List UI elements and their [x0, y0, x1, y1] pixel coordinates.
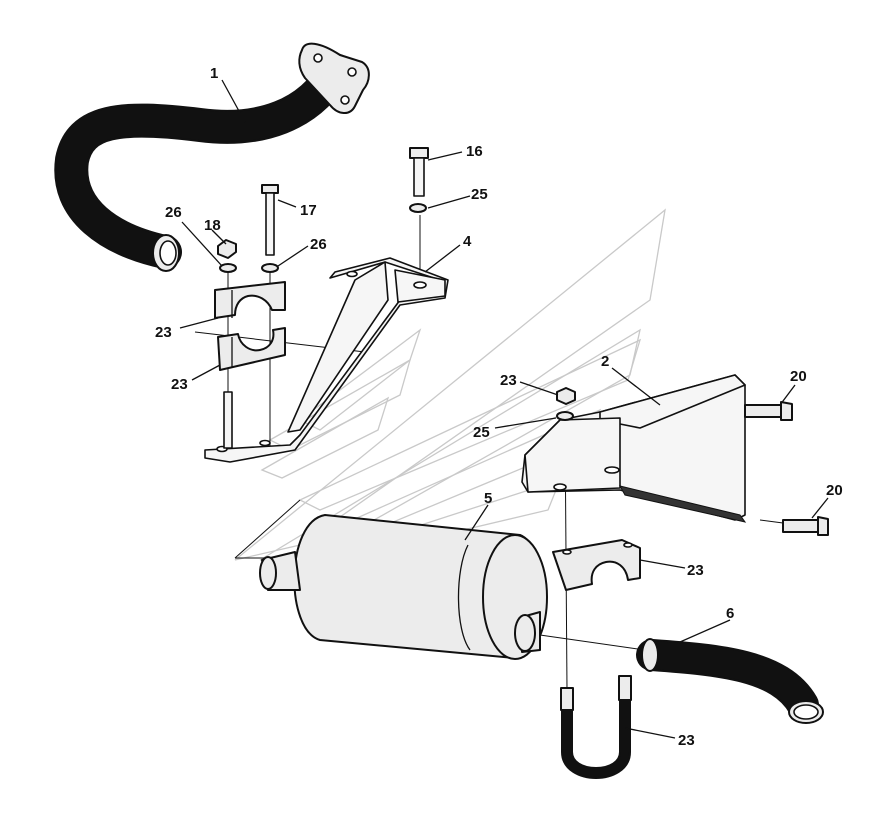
washer-25-lower — [556, 411, 574, 421]
callout-23-clamp-middle: 23 — [171, 376, 188, 393]
pipe-clamp-lower — [552, 539, 641, 591]
callout-25-upper: 25 — [471, 186, 488, 203]
callout-26-left: 26 — [165, 204, 182, 221]
bolt-20-upper — [744, 404, 782, 418]
bolt-16-shank — [413, 157, 425, 197]
callout-26-right: 26 — [310, 236, 327, 253]
bolt-16-head — [409, 147, 429, 159]
callout-23-u-bolt: 23 — [678, 732, 695, 749]
callout-20-upper: 20 — [790, 368, 807, 385]
watermark-logo — [234, 208, 666, 561]
bolt-17-head — [261, 184, 279, 194]
nut-23 — [556, 387, 576, 405]
bolt-17-shank — [265, 192, 275, 256]
callout-23-clamp-lower: 23 — [687, 562, 704, 579]
callout-6: 6 — [726, 605, 734, 622]
rear-hanger-bracket — [521, 374, 829, 536]
callout-5: 5 — [484, 490, 492, 507]
u-bolt — [560, 675, 632, 779]
callout-20-lower: 20 — [826, 482, 843, 499]
stud-lower — [223, 391, 233, 449]
tail-pipe — [636, 638, 824, 724]
callout-25-lower: 25 — [473, 424, 490, 441]
callout-23-nut: 23 — [500, 372, 517, 389]
callout-23-clamp-upper: 23 — [155, 324, 172, 341]
muffler — [259, 514, 548, 660]
washer-26-right — [261, 263, 279, 273]
bolt-20-lower — [782, 519, 820, 533]
callout-4: 4 — [463, 233, 472, 250]
washer-25-upper — [409, 203, 427, 213]
pipe-clamp-upper — [214, 281, 286, 371]
washer-26-left — [219, 263, 237, 273]
callout-labels: 1 2 4 5 6 16 17 18 20 20 23 23 23 23 23 … — [155, 65, 843, 749]
callout-2: 2 — [601, 353, 609, 370]
upper-mounting-bracket — [204, 257, 449, 463]
callout-18: 18 — [204, 217, 221, 234]
callout-16: 16 — [466, 143, 483, 160]
front-exhaust-pipe — [54, 42, 370, 272]
callout-17: 17 — [300, 202, 317, 219]
callout-1: 1 — [210, 65, 218, 82]
leader-lines — [179, 79, 829, 739]
nut-18 — [217, 239, 237, 259]
fasteners-upper — [217, 147, 429, 449]
